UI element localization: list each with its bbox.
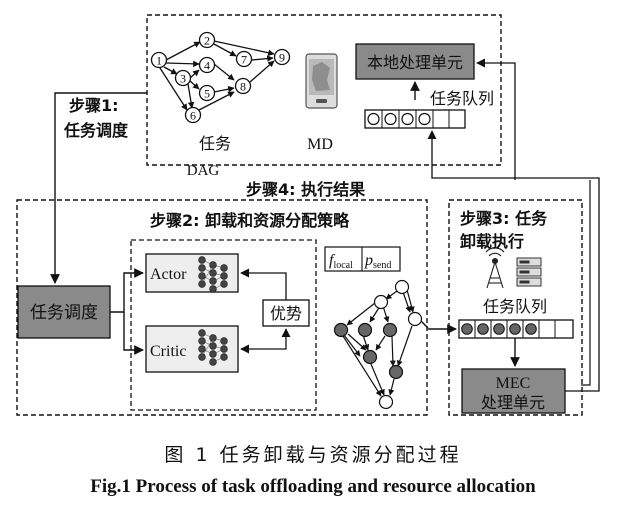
svg-text:psend: psend	[364, 252, 391, 271]
critic-label: Critic	[150, 343, 186, 360]
mec-queue-label: 任务队列	[483, 297, 547, 316]
dag-label: 任务	[199, 134, 231, 153]
graph-node	[382, 322, 398, 338]
actor-label: Actor	[150, 266, 187, 283]
dag-node: 3	[174, 69, 192, 87]
policy-frame	[16, 199, 428, 416]
base-station-icon	[485, 247, 505, 289]
local-processing-unit	[355, 43, 475, 80]
p-send-symbol: p	[364, 252, 373, 269]
process-diagram: 1 2 3 4 5 6 7 8 9 任务 DAG MD 本地处理	[16, 14, 600, 416]
step1-arrow	[50, 92, 147, 284]
step1-label-line2: 任务调度	[63, 121, 129, 140]
mec-return-arrow	[581, 180, 591, 386]
md-label: MD	[307, 136, 333, 153]
scheduler-to-critic-arrow	[123, 312, 144, 355]
dag-node: 4	[198, 56, 216, 74]
dag-node: 8	[234, 77, 252, 95]
task-scheduling-box	[17, 285, 111, 339]
md-frame	[146, 14, 502, 166]
graph-node	[407, 311, 423, 327]
mec-processing-unit	[461, 368, 566, 414]
scheduler-to-actor-arrow	[110, 268, 144, 313]
step1-label: 步骤1:	[69, 96, 119, 115]
svg-text:4: 4	[204, 59, 210, 73]
step3-label-line2: 卸载执行	[460, 232, 524, 251]
figure-caption-en: Fig.1 Process of task offloading and res…	[90, 476, 536, 497]
policy-graph	[342, 285, 429, 397]
p-send-subscript: send	[373, 260, 391, 271]
local-result-arrow	[476, 58, 516, 180]
task-dag	[159, 40, 275, 111]
policy-inner-frame	[130, 239, 317, 411]
svg-text:flocal: flocal	[329, 252, 353, 271]
advantage-label: 优势	[270, 304, 302, 323]
svg-text:8: 8	[240, 80, 246, 94]
step3-label: 步骤3: 任务	[460, 209, 548, 228]
graph-node	[378, 394, 394, 410]
local-unit-label: 本地处理单元	[367, 53, 463, 72]
local-queue-label: 任务队列	[430, 89, 494, 108]
mec-frame	[448, 199, 583, 416]
step4-label: 步骤4: 执行结果	[246, 180, 365, 199]
graph-node	[394, 279, 410, 295]
mec-task-queue	[458, 319, 574, 339]
server-icon	[516, 257, 542, 287]
mec-unit-label: MEC	[496, 375, 531, 392]
svg-text:9: 9	[279, 51, 285, 65]
f-local-subscript: local	[333, 260, 353, 271]
mec-unit-label-line2: 处理单元	[481, 393, 545, 412]
f-local-symbol: f	[329, 252, 336, 269]
graph-node	[373, 294, 389, 310]
svg-text:2: 2	[204, 34, 210, 48]
svg-text:5: 5	[204, 87, 210, 101]
local-task-queue	[364, 109, 466, 129]
figure-caption-zh: 图 1 任务卸载与资源分配过程	[164, 444, 462, 466]
advantage-box	[262, 299, 310, 327]
dag-node: 1	[150, 51, 168, 69]
step2-label: 步骤2: 卸载和资源分配策略	[150, 211, 350, 230]
svg-text:6: 6	[190, 109, 196, 123]
dag-node: 9	[273, 48, 291, 66]
dag-sublabel: DAG	[187, 163, 220, 179]
task-scheduling-label: 任务调度	[30, 303, 98, 323]
graph-node	[357, 322, 373, 338]
critic-advantage-arrow	[240, 328, 291, 354]
dag-node: 5	[198, 84, 216, 102]
dag-node: 7	[235, 50, 253, 68]
svg-text:3: 3	[180, 72, 186, 86]
actor-network-icon	[198, 256, 228, 293]
step4-result-arrow	[427, 130, 600, 392]
action-output-box: flocal psend	[324, 246, 401, 272]
dag-node: 2	[198, 31, 216, 49]
advantage-to-actor-arrow	[240, 268, 287, 300]
mobile-device-icon	[305, 53, 338, 109]
graph-node	[333, 322, 349, 338]
svg-text:7: 7	[241, 53, 247, 67]
critic-network-icon	[198, 329, 228, 366]
graph-node	[362, 349, 378, 365]
svg-text:1: 1	[156, 54, 162, 68]
dag-node: 6	[184, 106, 202, 124]
graph-node	[388, 364, 404, 380]
